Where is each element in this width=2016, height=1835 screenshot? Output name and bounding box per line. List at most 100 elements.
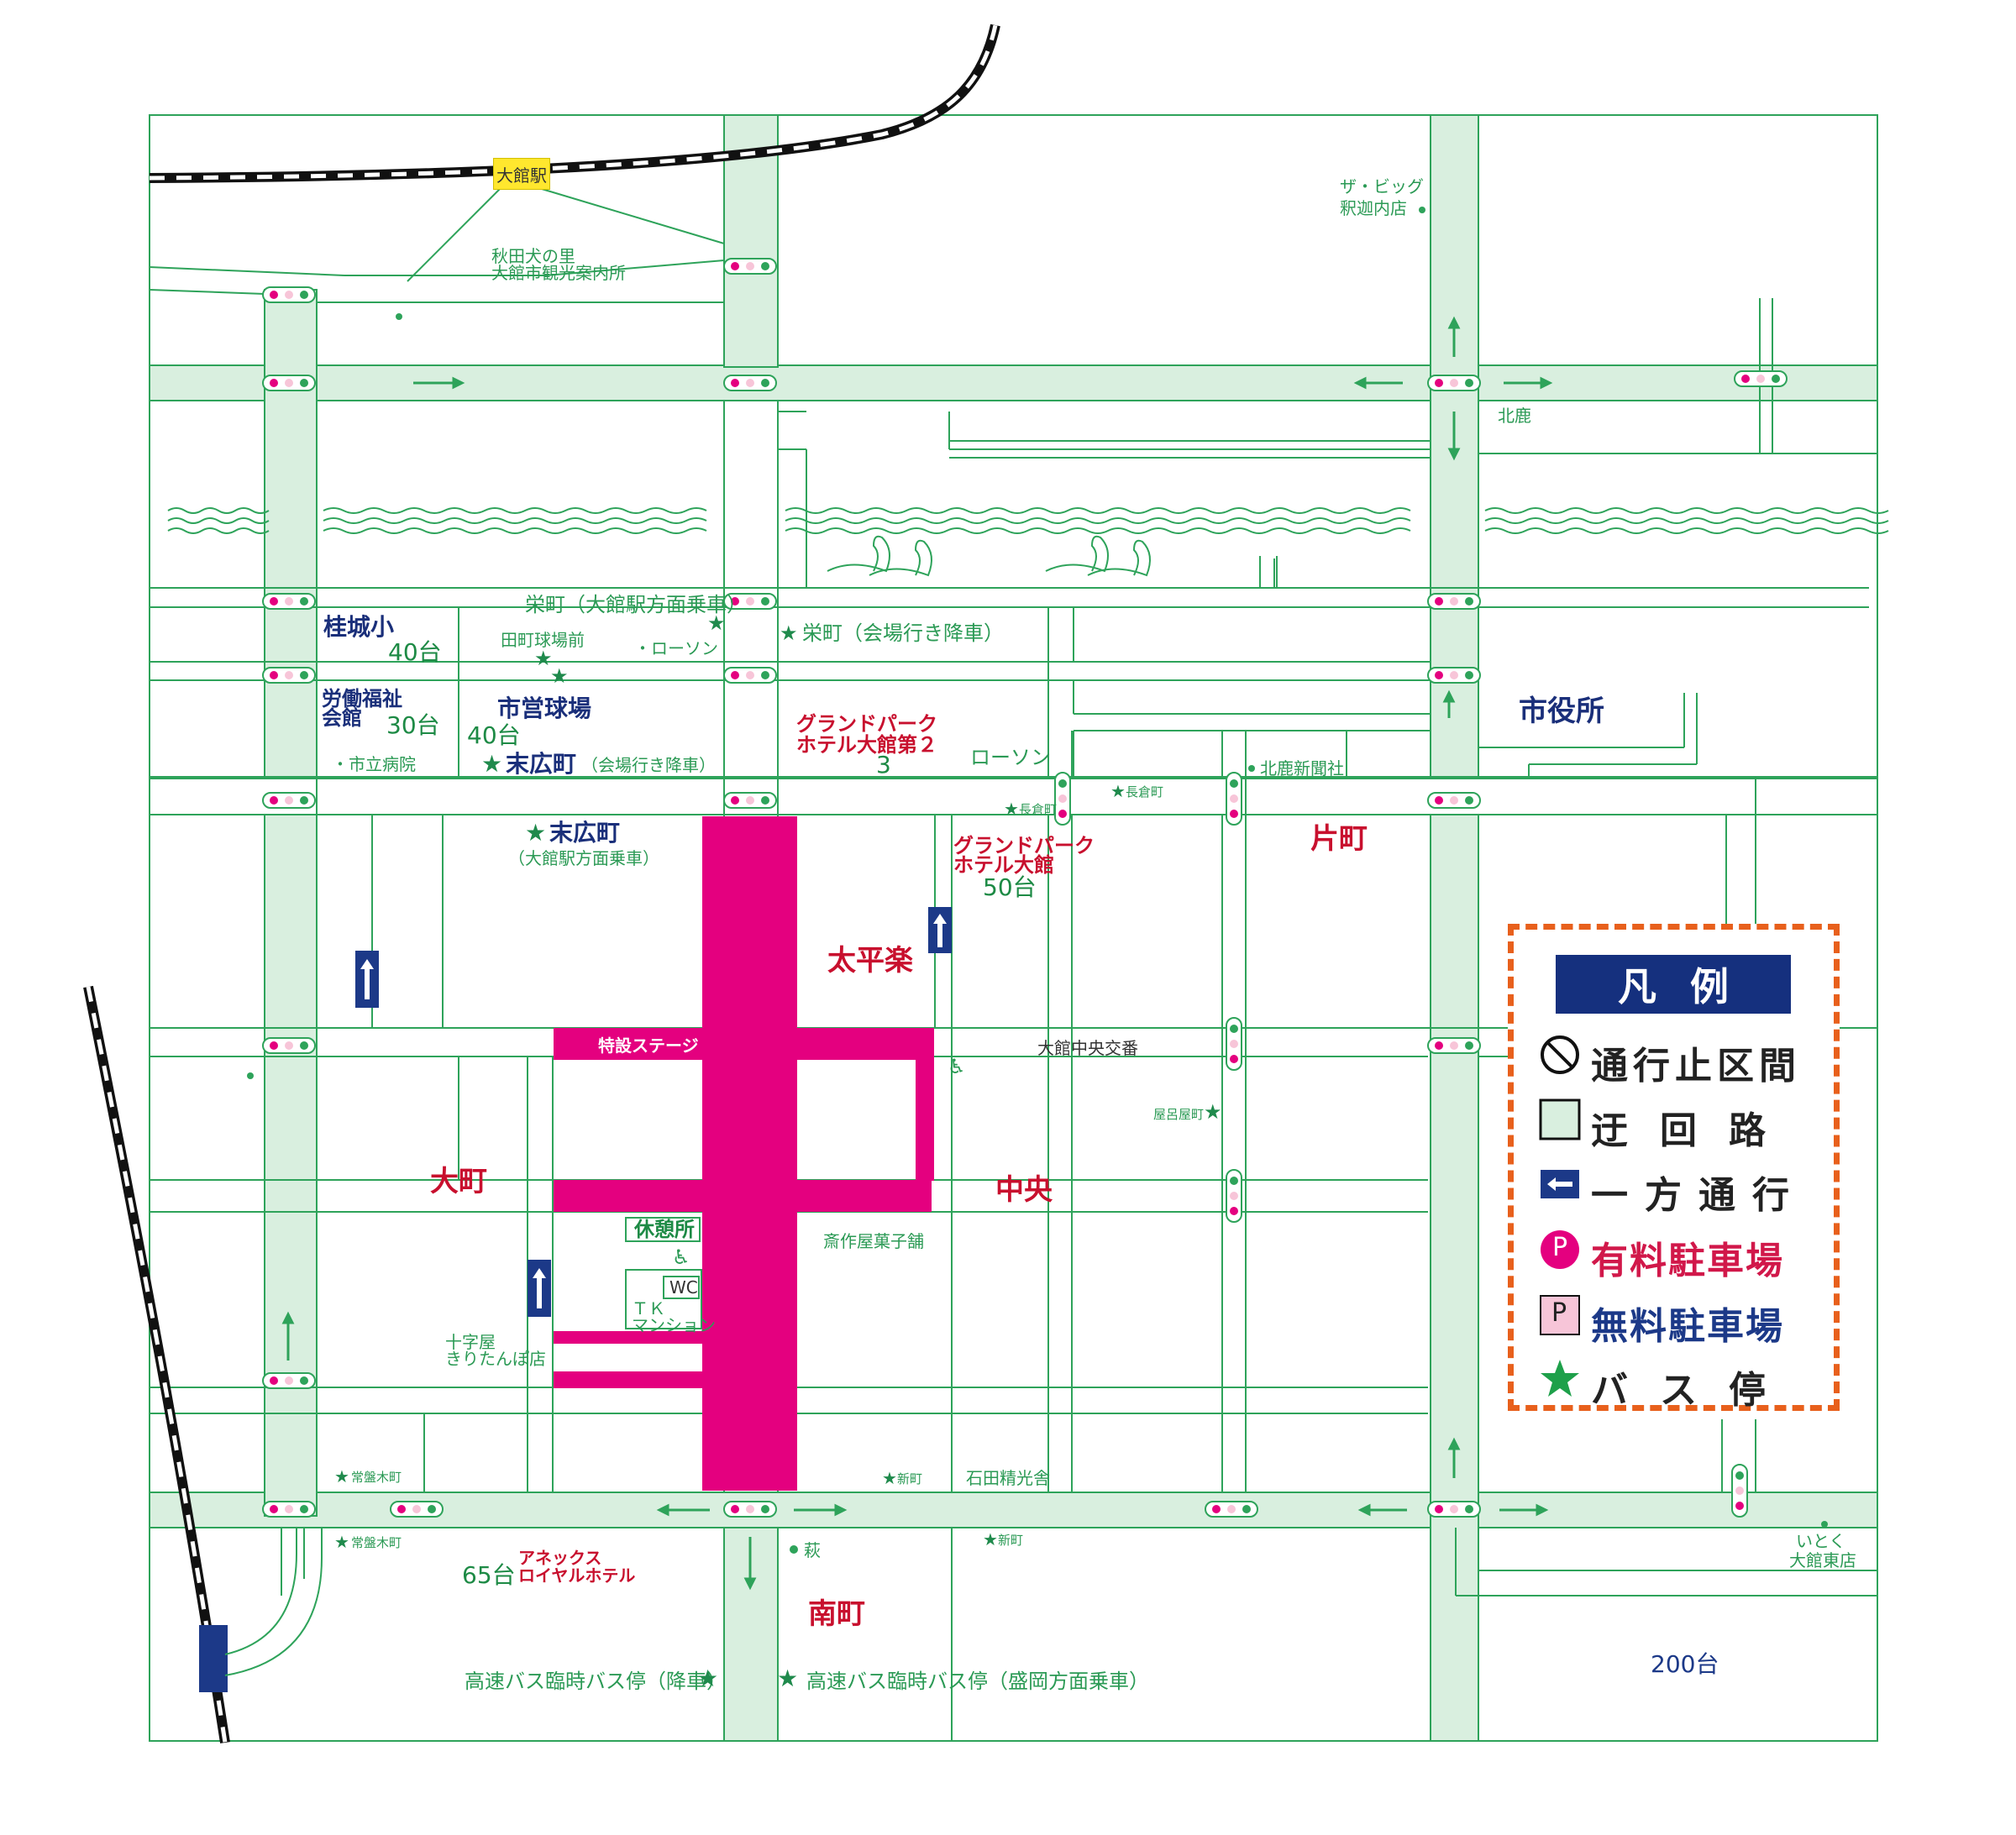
- bus-star-icon: ★: [882, 1468, 897, 1488]
- bus-stop-tokiwagi2: 常盤木町: [351, 1535, 402, 1550]
- grand-park-name1: グランドパーク: [953, 834, 1095, 857]
- bus-stop-highway-drop: 高速バス臨時バス停（降車）: [465, 1670, 727, 1693]
- district-katamachi: 片町: [1310, 822, 1368, 856]
- map-frame: [149, 114, 1878, 1742]
- tk-mansion-box: [625, 1269, 702, 1329]
- bus-stop-tokiwagi1: 常盤木町: [351, 1470, 402, 1485]
- closed-section: [554, 816, 934, 1491]
- parking-rodo-count: 30台: [386, 711, 440, 739]
- lawson-2-label: ローソン: [970, 746, 1051, 769]
- bus-star-icon: ★: [481, 750, 503, 778]
- river: [167, 507, 1889, 534]
- kiritanpo-label: きりたんぽ店: [445, 1349, 546, 1369]
- bus-stop-highway-pick: 高速バス臨時バス停（盛岡方面乗車）: [806, 1670, 1149, 1693]
- bus-stop-sakaecho-up: 栄町（大館駅方面乗車）: [525, 593, 747, 616]
- jujiya-label: 十字屋: [445, 1332, 496, 1352]
- bus-star-icon: ★: [707, 611, 726, 635]
- wheelchair-icon: ♿: [948, 1055, 966, 1078]
- bus-stop-shinmachi: 新町: [897, 1471, 923, 1486]
- oneway-arrow-icon: [1541, 1170, 1579, 1198]
- grand-park-name2: ホテル大館: [953, 853, 1054, 877]
- city-hospital-label: ・市立病院: [332, 754, 416, 774]
- district-omachi: 大町: [430, 1165, 487, 1198]
- location-dot: [247, 207, 1828, 1554]
- railway: [83, 24, 1000, 1743]
- bus-star-icon: ★: [777, 1665, 799, 1692]
- traffic-light-vertical: [1054, 772, 1748, 1518]
- bus-stop-suehirocho-up: 末広町: [549, 819, 621, 847]
- district-taiheiraku: 太平楽: [827, 944, 913, 978]
- legend-label: 有料駐車場: [1591, 1240, 1784, 1282]
- lawson-1-label: ・ローソン: [634, 638, 718, 658]
- legend-label: バス停: [1591, 1369, 1798, 1412]
- legend-item-free-parking: P 無料駐車場: [1539, 1289, 1824, 1348]
- city-stadium-label: 市営球場: [497, 695, 592, 722]
- bus-stop-suehirocho-down: 末広町: [506, 750, 577, 778]
- station-label: 大館駅: [493, 158, 550, 190]
- parking-keijo-count: 40台: [388, 638, 442, 666]
- legend-title: 凡例: [1556, 955, 1791, 1014]
- street-grid: [149, 168, 1877, 1741]
- bus-stop-yashiro: 屋呂屋町: [1153, 1107, 1205, 1122]
- district-chuo: 中央: [995, 1173, 1053, 1207]
- annex-name1: アネックス: [518, 1548, 602, 1568]
- parking-annex-count: 65台: [462, 1561, 516, 1589]
- traffic-arrow: [281, 316, 1553, 1591]
- hokuroku-label: 北鹿: [1498, 406, 1531, 426]
- police-box-label: 大館中央交番: [1037, 1038, 1138, 1058]
- bus-stop-suehirocho-up-note: （大館駅方面乗車）: [508, 848, 659, 868]
- legend-label: 迂回路: [1591, 1109, 1798, 1152]
- oneway-sign: [355, 907, 952, 1317]
- bus-stop-tamachi: 田町球場前: [501, 630, 585, 650]
- ishida-label: 石田精光舎: [966, 1468, 1050, 1488]
- parking-itoku-count: 200台: [1651, 1650, 1719, 1678]
- rodo-fukushi-label: 労働福祉: [322, 687, 402, 710]
- bus-stop-nagakura2: 長倉町: [1126, 784, 1164, 800]
- bus-star-icon: ★: [525, 819, 547, 847]
- paid-parking-icon: [1541, 1230, 1579, 1269]
- free-parking-icon: [1540, 1295, 1580, 1335]
- wheelchair-icon: ♿: [672, 1245, 690, 1269]
- parking-grand2-count: 3: [876, 751, 891, 779]
- itoku-label: いとく: [1796, 1531, 1846, 1551]
- mansion-label: マンション: [632, 1315, 716, 1335]
- parking-shiei-count: 40台: [467, 721, 521, 749]
- bus-star-icon: ★: [334, 1466, 349, 1486]
- hokuroku-shinpo-label: 北鹿新聞社: [1260, 758, 1344, 779]
- legend-item-bus-stop: バス停: [1539, 1353, 1824, 1412]
- annex-name2: ロイヤルホテル: [518, 1565, 636, 1586]
- tk-label: ＴＫ: [632, 1298, 665, 1319]
- legend: 凡例 通行止区間 迂回路 一方通行 P 有料駐車場 P 無料駐車場: [1508, 924, 1840, 1412]
- legend-item-paid-parking: P 有料駐車場: [1539, 1224, 1824, 1282]
- bus-stop-shincho: 新町: [998, 1533, 1024, 1548]
- rest-area-label: 休憩所: [634, 1218, 695, 1241]
- bus-star-icon: ★: [1204, 1100, 1222, 1124]
- parking-grand-count: 50台: [983, 873, 1037, 901]
- legend-item-closed: 通行止区間: [1539, 1029, 1824, 1088]
- the-big-branch-label: 釈迦内店: [1340, 198, 1407, 218]
- itoku-branch-label: 大館東店: [1789, 1550, 1856, 1570]
- no-entry-icon: [1541, 1035, 1579, 1074]
- legend-label: 通行止区間: [1591, 1045, 1801, 1088]
- detour-swatch-icon: [1539, 1098, 1581, 1140]
- grand-park-2-name1: グランドパーク: [796, 712, 937, 736]
- legend-label: 一方通行: [1591, 1174, 1806, 1217]
- the-big-label: ザ・ビッグ: [1340, 176, 1424, 197]
- rest-area-box: [625, 1217, 701, 1242]
- bus-stop-nagakura1: 長倉町: [1019, 802, 1058, 817]
- bus-star-icon: ★: [550, 664, 569, 688]
- bus-star-icon: ★: [1004, 799, 1019, 819]
- legend-item-oneway: 一方通行: [1539, 1158, 1824, 1217]
- hagi-label: 萩: [804, 1540, 821, 1560]
- keijo-school-label: 桂城小: [323, 613, 395, 641]
- legend-label: 無料駐車場: [1591, 1305, 1784, 1348]
- city-hall-label: 市役所: [1519, 695, 1604, 728]
- special-stage-label: 特設ステージ: [598, 1035, 699, 1056]
- bus-star-icon: ★: [534, 647, 553, 670]
- bus-star-icon: ★: [780, 621, 798, 645]
- swan-icon: [827, 535, 1151, 577]
- tourist-info-label: 大館市観光案内所: [491, 263, 626, 283]
- paid-parking-symbol: P: [1552, 1233, 1568, 1262]
- akitainu-label: 秋田犬の里: [491, 246, 575, 266]
